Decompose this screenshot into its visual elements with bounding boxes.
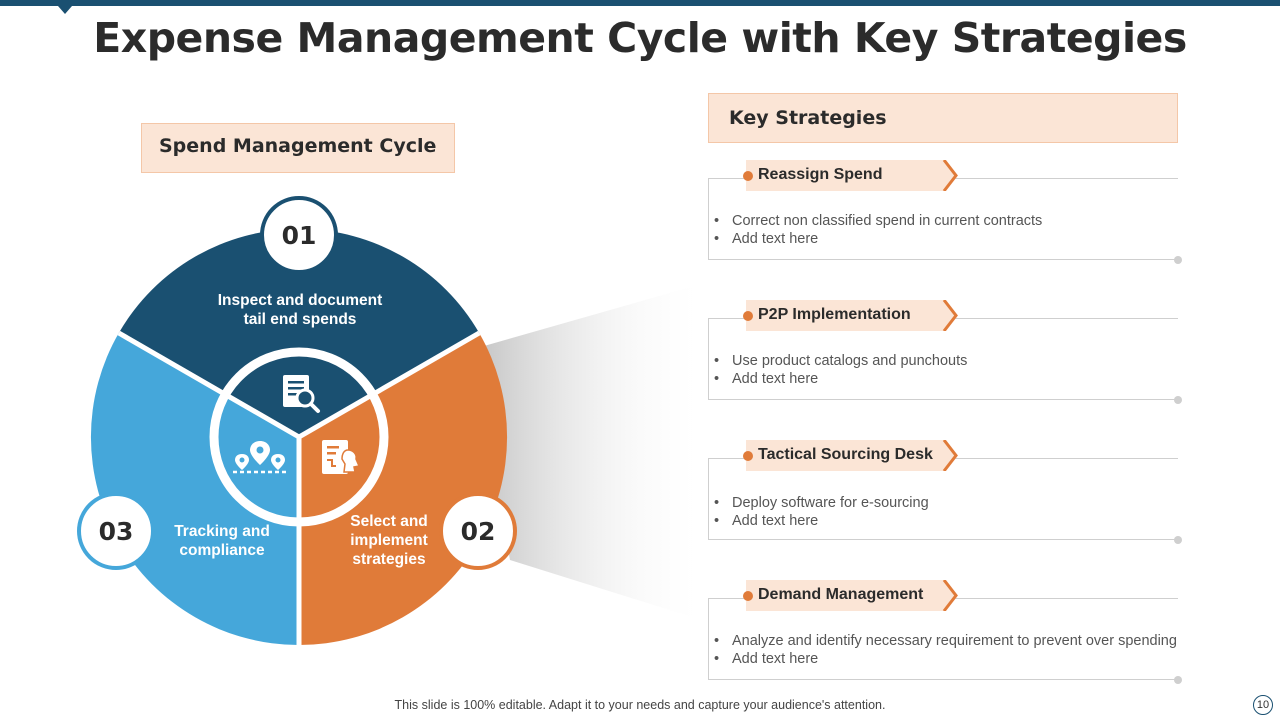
bracket-dot bbox=[1174, 256, 1182, 264]
segment-02-text: Select and implement strategies bbox=[350, 513, 428, 568]
document-search-icon bbox=[283, 375, 320, 413]
tag-dot bbox=[743, 451, 753, 461]
page-number: 10 bbox=[1253, 695, 1273, 715]
strategy-label: Tactical Sourcing Desk bbox=[758, 446, 933, 463]
tag-arrow-shape bbox=[746, 440, 958, 471]
bullet-item: Correct non classified spend in current … bbox=[714, 212, 1042, 230]
step-badge-03: 03 bbox=[77, 492, 155, 570]
strategy-tag: Demand Management bbox=[743, 580, 970, 611]
strategy-tag: Tactical Sourcing Desk bbox=[743, 440, 970, 471]
bracket-dot bbox=[1174, 536, 1182, 544]
tag-dot bbox=[743, 171, 753, 181]
segment-03 bbox=[90, 333, 299, 645]
strategy-tag: Reassign Spend bbox=[743, 160, 970, 191]
segment-02 bbox=[299, 333, 508, 646]
tag-arrow-shape bbox=[746, 580, 958, 611]
bullet-item: Deploy software for e-sourcing bbox=[714, 494, 929, 512]
divider bbox=[117, 330, 301, 440]
tag-arrow-shape bbox=[746, 300, 958, 331]
strategies-heading: Key Strategies bbox=[708, 93, 1178, 143]
bullet-item: Analyze and identify necessary requireme… bbox=[714, 632, 1177, 650]
segment-01-text: Inspect and document tail end spends bbox=[217, 292, 383, 328]
step-badge-01: 01 bbox=[260, 196, 338, 274]
tag-dot bbox=[743, 311, 753, 321]
bullet-item: Add text here bbox=[714, 370, 967, 388]
tag-arrow-shape bbox=[746, 160, 958, 191]
zoom-shadow bbox=[470, 282, 708, 622]
bracket-dot bbox=[1174, 676, 1182, 684]
top-accent-bar bbox=[0, 0, 1280, 6]
strategy-chess-icon bbox=[322, 440, 361, 474]
strategy-bullets: Correct non classified spend in current … bbox=[714, 212, 1042, 248]
top-notch-marker bbox=[58, 6, 72, 14]
strategy-bullets: Deploy software for e-sourcing Add text … bbox=[714, 494, 929, 530]
bullet-item: Add text here bbox=[714, 650, 1177, 668]
step-badge-02: 02 bbox=[439, 492, 517, 570]
strategy-bullets: Analyze and identify necessary requireme… bbox=[714, 632, 1177, 668]
segment-03-text: Tracking and compliance bbox=[174, 523, 270, 559]
strategy-label: P2P Implementation bbox=[758, 306, 911, 323]
map-pins-icon bbox=[233, 441, 287, 474]
bracket-dot bbox=[1174, 396, 1182, 404]
footer-note: This slide is 100% editable. Adapt it to… bbox=[394, 698, 886, 712]
strategy-label: Reassign Spend bbox=[758, 166, 883, 183]
strategy-label: Demand Management bbox=[758, 586, 924, 603]
inner-ring bbox=[209, 347, 389, 527]
slide-title: Expense Management Cycle with Key Strate… bbox=[93, 14, 1187, 62]
cycle-heading: Spend Management Cycle bbox=[141, 123, 455, 173]
strategy-tag: P2P Implementation bbox=[743, 300, 970, 331]
strategy-bullets: Use product catalogs and punchouts Add t… bbox=[714, 352, 967, 388]
bullet-item: Add text here bbox=[714, 230, 1042, 248]
bullet-item: Add text here bbox=[714, 512, 929, 530]
divider bbox=[297, 330, 481, 440]
bullet-item: Use product catalogs and punchouts bbox=[714, 352, 967, 370]
tag-dot bbox=[743, 591, 753, 601]
